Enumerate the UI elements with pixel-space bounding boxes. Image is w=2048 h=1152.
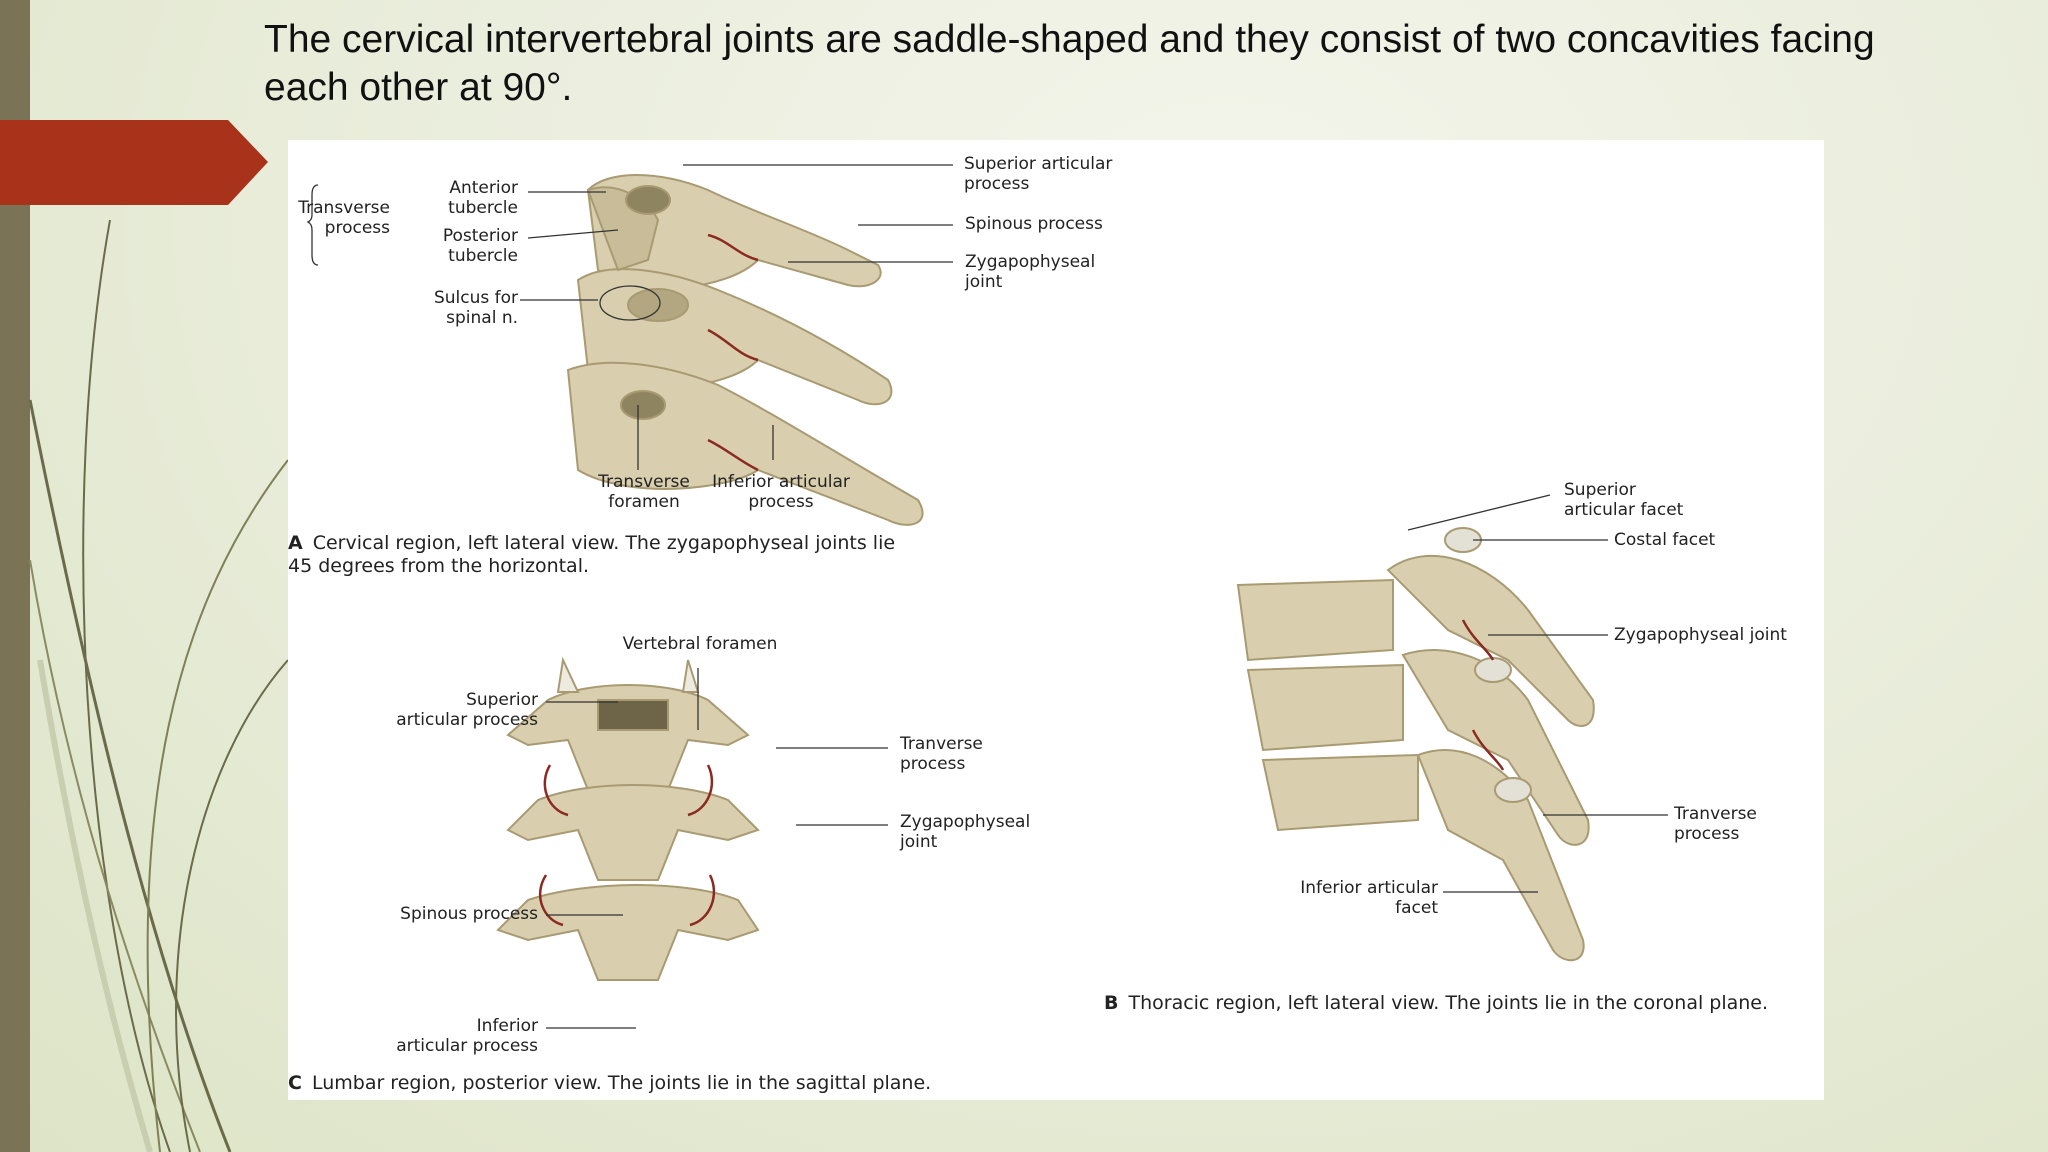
lumbar-vertebrae-drawing [496, 656, 760, 981]
label-transverse-foramen: Transverse foramen [598, 472, 690, 512]
label-zygapophyseal-joint-a: Zygapophyseal joint [965, 252, 1096, 292]
label-spinous-process-a: Spinous process [965, 214, 1103, 234]
label-costal-facet: Costal facet [1614, 530, 1716, 550]
label-posterior-tubercle: Posterior tubercle [442, 226, 518, 266]
label-superior-articular-process-a: Superior articular process [964, 154, 1113, 194]
decorative-swooshes [28, 219, 289, 1152]
label-inferior-articular-facet: Inferior articular facet [1300, 878, 1438, 918]
label-transverse-process-a: Transverse process [298, 198, 390, 238]
panel-a-leader-lines [306, 164, 953, 470]
thoracic-joint-lines [1461, 619, 1505, 771]
cervical-joint-lines [707, 233, 759, 472]
label-zygapophyseal-joint-b: Zygapophyseal joint [1614, 625, 1787, 645]
label-transverse-process-b: Tranverse process [1674, 804, 1757, 844]
slide-title: The cervical intervertebral joints are s… [264, 18, 1875, 109]
label-vertebral-foramen: Vertebral foramen [622, 634, 778, 654]
label-sulcus-spinal-nerve: Sulcus for spinal n. [433, 288, 518, 328]
label-inferior-articular-process-c: Inferior articular process [396, 1016, 538, 1056]
cervical-vertebrae-drawing [566, 174, 924, 526]
vertebrae-illustrations [306, 164, 1668, 1029]
vertebrae-figure: Transverse process Anterior tubercle Pos… [288, 140, 1824, 1100]
thoracic-vertebrae-drawing [1236, 527, 1595, 962]
label-anterior-tubercle: Anterior tubercle [448, 178, 518, 218]
label-inferior-articular-process-a: Inferior articular process [712, 472, 850, 512]
lumbar-joint-lines [538, 764, 716, 927]
label-spinous-process-c: Spinous process [400, 904, 538, 924]
label-superior-articular-facet: Superior articular facet [1564, 480, 1684, 520]
label-superior-articular-process-c: Superior articular process [396, 690, 538, 730]
red-arrow-tab [0, 120, 268, 205]
label-transverse-process-c: Tranverse process [900, 734, 983, 774]
panel-b-leader-lines [1407, 494, 1668, 893]
panel-c-leader-lines [546, 668, 888, 1029]
label-zygapophyseal-joint-c: Zygapophyseal joint [900, 812, 1031, 852]
